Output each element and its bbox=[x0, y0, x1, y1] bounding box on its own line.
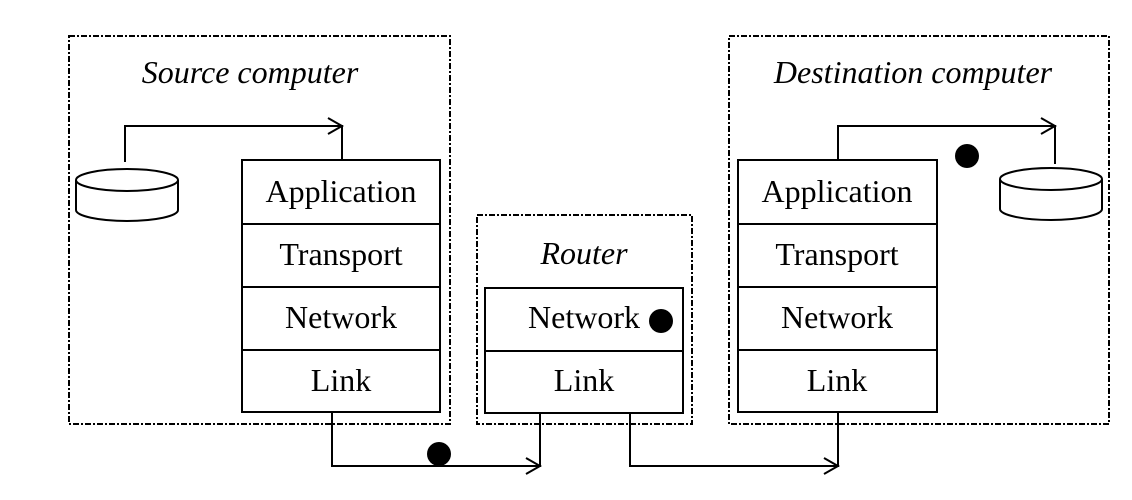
source-transport-label: Transport bbox=[279, 236, 402, 272]
router-title: Router bbox=[539, 235, 628, 271]
source-link-label: Link bbox=[311, 362, 371, 398]
destination-network-layer bbox=[737, 286, 938, 351]
destination-link-label: Link bbox=[807, 362, 867, 398]
step-3-label: 3 bbox=[963, 150, 971, 166]
source-computer: Source computer Application Transport Ne… bbox=[68, 35, 451, 425]
source-network-layer bbox=[241, 286, 441, 351]
source-disk-icon bbox=[75, 168, 179, 222]
destination-disk-icon bbox=[999, 167, 1103, 221]
router-network-label: Network bbox=[528, 299, 640, 335]
source-transport-layer bbox=[241, 223, 441, 288]
source-protocol-stack: Application Transport Network Link bbox=[241, 159, 441, 413]
router-border bbox=[476, 214, 693, 425]
destination-link-layer bbox=[737, 349, 938, 413]
step-3-marker: 3 bbox=[955, 144, 979, 168]
destination-transport-label: Transport bbox=[775, 236, 898, 272]
source-app-to-disk-arrow bbox=[124, 117, 345, 162]
destination-transport-layer bbox=[737, 223, 938, 288]
destination-protocol-stack: Application Transport Network Link bbox=[737, 159, 938, 413]
step-1-label: 1 bbox=[435, 448, 443, 464]
router-protocol-stack: Network Link bbox=[484, 287, 684, 414]
step-1-marker: 1 bbox=[427, 442, 451, 466]
destination-network-label: Network bbox=[781, 299, 893, 335]
source-link-layer bbox=[241, 349, 441, 413]
router-link-layer bbox=[484, 350, 684, 414]
destination-computer: Destination computer Application Transpo… bbox=[728, 35, 1110, 425]
destination-app-to-disk-arrow bbox=[837, 117, 1058, 164]
step-2-marker: 2 bbox=[649, 309, 673, 333]
destination-application-label: Application bbox=[761, 173, 912, 209]
router: Router Network Link bbox=[476, 214, 693, 425]
step-2-label: 2 bbox=[657, 315, 665, 331]
source-computer-title: Source computer bbox=[142, 54, 359, 90]
source-network-label: Network bbox=[285, 299, 397, 335]
source-to-router-arrow bbox=[331, 412, 543, 475]
router-link-label: Link bbox=[554, 362, 614, 398]
destination-computer-title: Destination computer bbox=[773, 54, 1053, 90]
source-computer-border bbox=[68, 35, 451, 425]
source-application-label: Application bbox=[265, 173, 416, 209]
destination-computer-border bbox=[728, 35, 1110, 425]
router-to-destination-arrow bbox=[629, 412, 841, 475]
